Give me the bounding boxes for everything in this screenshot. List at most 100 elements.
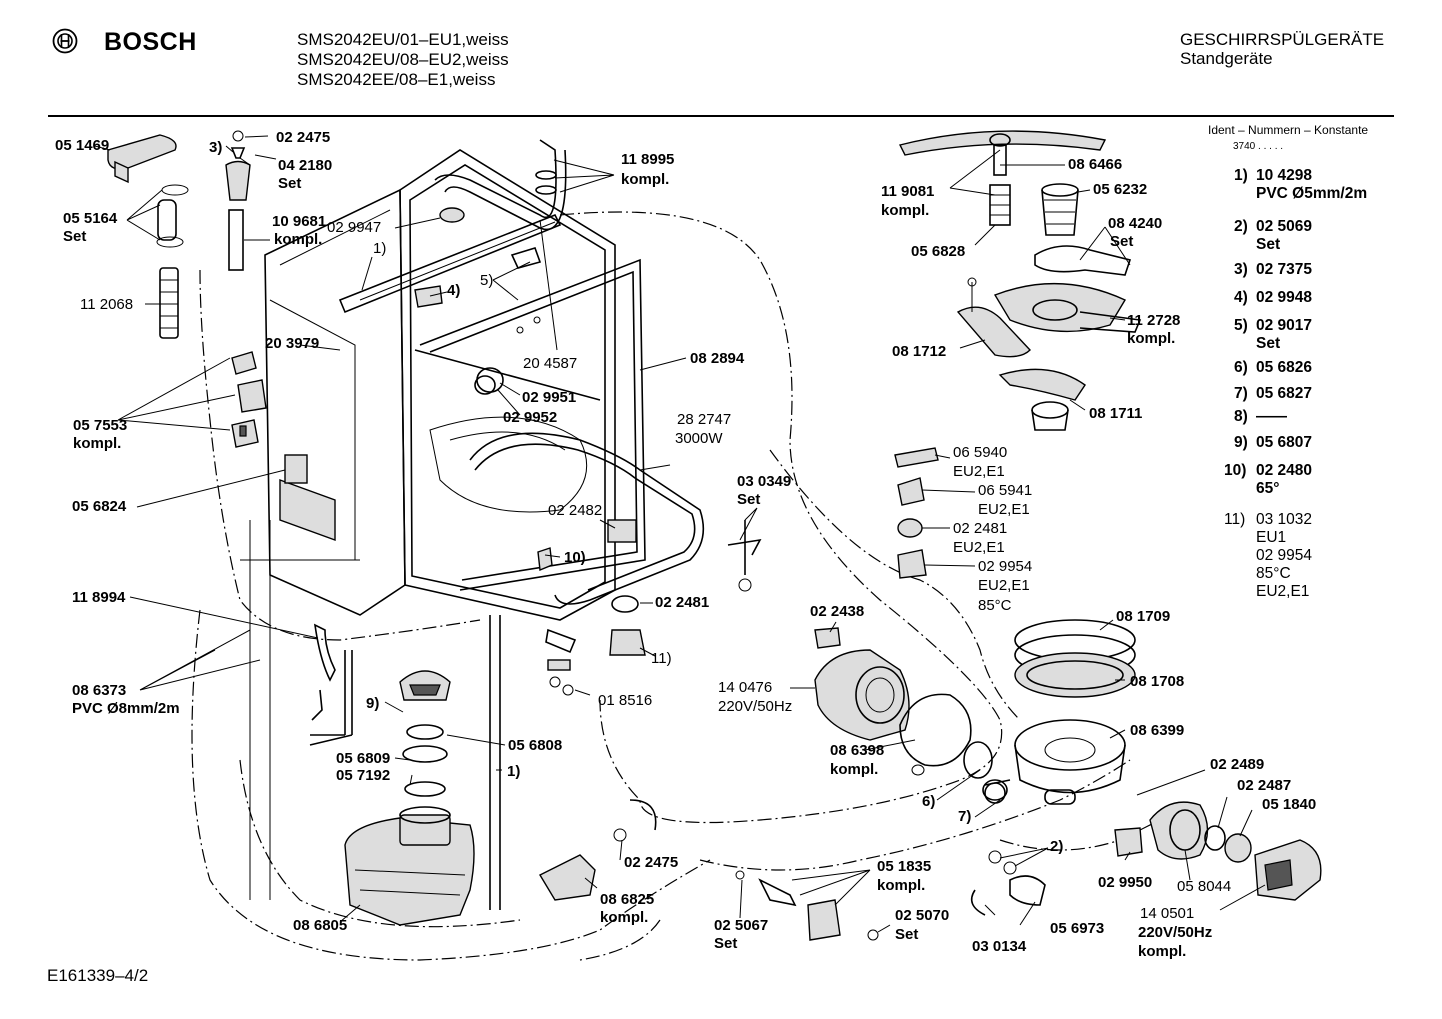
label-051835: 05 1835 xyxy=(877,858,931,875)
legend-key: 8) xyxy=(1234,408,1248,425)
label-kompl: kompl. xyxy=(621,171,669,188)
label-056973: 05 6973 xyxy=(1050,920,1104,937)
label-109681: 10 9681 xyxy=(272,213,326,230)
part-022481 xyxy=(611,595,639,613)
ring-022475 xyxy=(613,828,627,842)
label-9: 9) xyxy=(366,695,379,712)
label-3000w: 3000W xyxy=(675,430,723,447)
label-6: 6) xyxy=(922,793,935,810)
legend-value: 65° xyxy=(1256,480,1279,497)
frame-pipe xyxy=(419,258,646,591)
label-029951: 02 9951 xyxy=(522,389,576,406)
category-subtitle: Standgeräte xyxy=(1180,49,1273,68)
label-kompl: kompl. xyxy=(877,877,925,894)
legend-item: 9)05 6807 xyxy=(1234,434,1312,451)
label-kompl: kompl. xyxy=(274,231,322,248)
label-set: Set xyxy=(895,926,918,943)
label-eu2e1: EU2,E1 xyxy=(953,463,1005,480)
leader-lines xyxy=(94,135,1266,933)
spray-arm-upper xyxy=(898,130,1107,176)
part-030349 xyxy=(738,578,752,592)
ident-title: Ident – Nummern – Konstante xyxy=(1208,123,1368,137)
pump-140501 xyxy=(1254,839,1322,901)
model-line: SMS2042EU/08–EU2,weiss xyxy=(297,50,509,69)
tub-assembly xyxy=(240,149,616,900)
label-065940: 06 5940 xyxy=(953,444,1007,461)
filter-112728 xyxy=(993,283,1142,333)
part-018516 xyxy=(545,628,577,654)
legend-value: 05 6807 xyxy=(1256,434,1312,451)
filter-081711 xyxy=(998,368,1086,431)
legend-value: 10 4298 xyxy=(1256,167,1312,184)
legend-value: EU1 xyxy=(1256,529,1286,546)
hose-112068 xyxy=(160,279,178,329)
base-outline xyxy=(769,449,1021,721)
part-022487 xyxy=(1204,825,1226,851)
callout-labels: 05 1469 3) 02 2475 04 2180 Set 05 5164 S… xyxy=(55,129,1316,960)
hose-clamp xyxy=(156,236,184,248)
nozzle-056828 xyxy=(989,184,1011,226)
base-outline xyxy=(579,919,661,961)
label-kompl: kompl. xyxy=(881,202,929,219)
label-10: 10) xyxy=(564,549,586,566)
legend-item: 8)—— xyxy=(1234,408,1288,425)
legend-key: 11) xyxy=(1224,511,1245,528)
label-025070: 02 5070 xyxy=(895,907,949,924)
part-065940 xyxy=(894,447,939,468)
label-029947: 02 9947 xyxy=(327,219,381,236)
part-5-bracket xyxy=(510,247,542,269)
legend-value: 02 7375 xyxy=(1256,261,1312,278)
motor-140476 xyxy=(814,627,910,741)
pvc-hose-086373 xyxy=(311,689,323,721)
label-029952: 02 9952 xyxy=(503,409,557,426)
legend-value: EU2,E1 xyxy=(1256,583,1309,600)
part-086825 xyxy=(539,854,596,901)
label-220v: 220V/50Hz xyxy=(718,698,792,715)
part-058044 xyxy=(1149,801,1209,860)
label-029954: 02 9954 xyxy=(978,558,1032,575)
part-118995-ring xyxy=(535,185,557,195)
legend-key: 2) xyxy=(1234,218,1248,235)
part-6-hose xyxy=(1044,789,1076,805)
label-030349: 03 0349 xyxy=(737,473,791,490)
legend-value: 02 2480 xyxy=(1256,462,1312,479)
label-058044: 05 8044 xyxy=(1177,878,1231,895)
part-025070 xyxy=(867,929,879,941)
label-282747: 28 2747 xyxy=(677,411,731,428)
part-051835 xyxy=(807,899,841,941)
label-057192: 05 7192 xyxy=(336,767,390,784)
bosch-logo-icon xyxy=(52,28,78,54)
legend-value: 02 5069 xyxy=(1256,218,1312,235)
legend-value: 03 1032 xyxy=(1256,511,1312,528)
hose-112068 xyxy=(159,267,179,339)
label-eu2e1: EU2,E1 xyxy=(953,539,1005,556)
part-051469 xyxy=(114,160,129,184)
label-kompl: kompl. xyxy=(600,909,648,926)
legend-value: 05 6827 xyxy=(1256,385,1312,402)
part-025067 xyxy=(735,870,745,880)
legend-key: 10) xyxy=(1224,462,1246,479)
label-056232: 05 6232 xyxy=(1093,181,1147,198)
label-1: 1) xyxy=(507,763,520,780)
model-line: SMS2042EU/01–EU1,weiss xyxy=(297,30,509,49)
label-118995: 11 8995 xyxy=(621,151,674,168)
legend-item: 4)02 9948 xyxy=(1234,289,1312,306)
label-086373: 08 6373 xyxy=(72,682,126,699)
legend-value: 02 9017 xyxy=(1256,317,1312,334)
base-outline xyxy=(239,759,521,928)
part-118995-ring xyxy=(535,170,557,180)
label-220v: 220V/50Hz xyxy=(1138,924,1212,941)
part-029952 xyxy=(474,375,496,395)
model-line: SMS2042EE/08–E1,weiss xyxy=(297,70,496,89)
switch-057553 xyxy=(231,351,257,375)
part-051840 xyxy=(1224,833,1252,863)
label-056808: 05 6808 xyxy=(508,737,562,754)
part-10 xyxy=(537,547,553,572)
hose-piece xyxy=(157,199,177,241)
label-056828: 05 6828 xyxy=(911,243,965,260)
label-042180: 04 2180 xyxy=(278,157,332,174)
label-084240: 08 4240 xyxy=(1108,215,1162,232)
cabinet-outline xyxy=(559,211,1003,824)
filter-056232 xyxy=(1041,183,1079,236)
